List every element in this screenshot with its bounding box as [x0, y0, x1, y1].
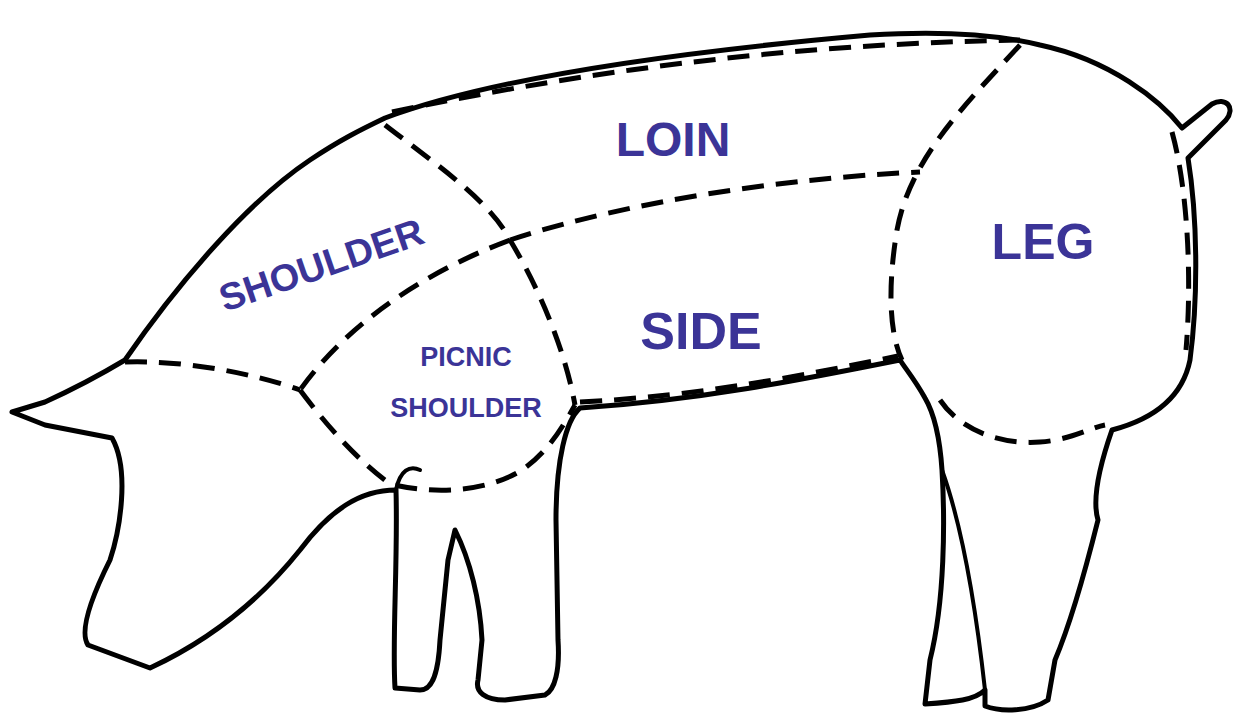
leg-bottom-cut-line: [940, 400, 1105, 442]
cut-name: SHOULDER: [214, 212, 429, 321]
leg-front-cut-line: [891, 45, 1020, 360]
inner-hind-leg-line: [942, 470, 985, 690]
cut-name: PICNIC SHOULDER: [379, 332, 554, 435]
cut-name: LEG: [992, 215, 1095, 270]
pig-outline: [12, 33, 1230, 710]
cut-name: LOIN: [616, 114, 731, 167]
rump-dashed-line: [1172, 132, 1189, 350]
cut-name: SIDE: [640, 303, 761, 360]
back-dashed-line: [392, 40, 1020, 112]
head-cut-line: [125, 362, 300, 390]
loin-side-cut-line: [510, 172, 920, 240]
belly-dashed-line: [580, 356, 898, 402]
